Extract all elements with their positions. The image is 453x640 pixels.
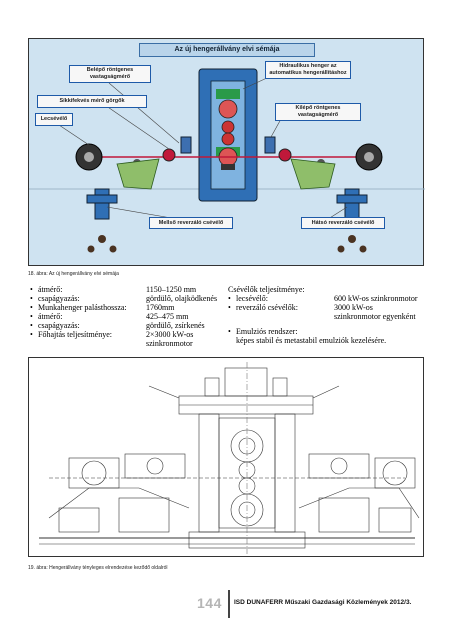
label-entry-gauge: Belépő röntgenes vastagságmérő [69, 65, 151, 83]
label-front-coiler: Mellső reverzáló csévélő [149, 217, 233, 229]
coiler-heading: Csévélők teljesítménye: [228, 285, 305, 294]
spec-list-right: Csévélők teljesítménye: •lecsévélő:600 k… [228, 285, 432, 345]
figure-rolling-stand-schema: Az új hengerállvány elvi sémája Belépő r… [28, 38, 425, 266]
label-uncoiler: Lecsévélő [35, 113, 73, 126]
figure-stand-layout-drawing [28, 357, 424, 557]
spec-row: szinkronmotor egyenként [334, 312, 416, 321]
label-exit-gauge: Kilépő röntgenes vastagságmérő [275, 103, 361, 121]
technical-drawing [39, 362, 420, 554]
figure2-caption: 19. ábra: Hengerállvány tényleges elrend… [28, 565, 168, 571]
spec-row: •Emulziós rendszer: [228, 327, 298, 336]
spec-row: •reverzáló csévélők:3000 kW-os [228, 303, 373, 312]
label-hydraulic-cylinder: Hidraulikus henger az automatikus henger… [265, 61, 351, 79]
label-flatness-roll: Síkkifekvés mérő görgők [37, 95, 147, 108]
spec-list-left: •átmérő:1150–1250 mm •csapágyazás:gördül… [30, 285, 220, 348]
spec-row: •Főhajtás teljesítménye:2×3000 kW-os [30, 330, 194, 339]
label-rear-coiler: Hátsó reverzáló csévélő [301, 217, 385, 229]
spec-row: szinkronmotor [146, 339, 193, 348]
spec-row: •csapágyazás:gördülő, olajködkenés [30, 294, 218, 303]
spec-row: •csapágyazás:gördülő, zsírkenés [30, 321, 205, 330]
publication-title: ISD DUNAFERR Műszaki Gazdasági Közlemény… [234, 599, 412, 606]
spec-row: •lecsévélő:600 kW-os szinkronmotor [228, 294, 418, 303]
spec-row: •átmérő:1150–1250 mm [30, 285, 197, 294]
spec-row: •Munkahenger palásthossza:1760mm [30, 303, 175, 312]
figure1-caption: 18. ábra: Az új hengerállvány elvi sémáj… [28, 271, 119, 277]
schema-drawing [29, 68, 425, 253]
emulsion-text: képes stabil és metastabil emulziók keze… [236, 336, 387, 345]
footer-divider [228, 590, 230, 618]
page-number: 144 [197, 595, 222, 611]
figure-title: Az új hengerállvány elvi sémája [139, 43, 315, 57]
spec-row: •átmérő:425–475 mm [30, 312, 189, 321]
